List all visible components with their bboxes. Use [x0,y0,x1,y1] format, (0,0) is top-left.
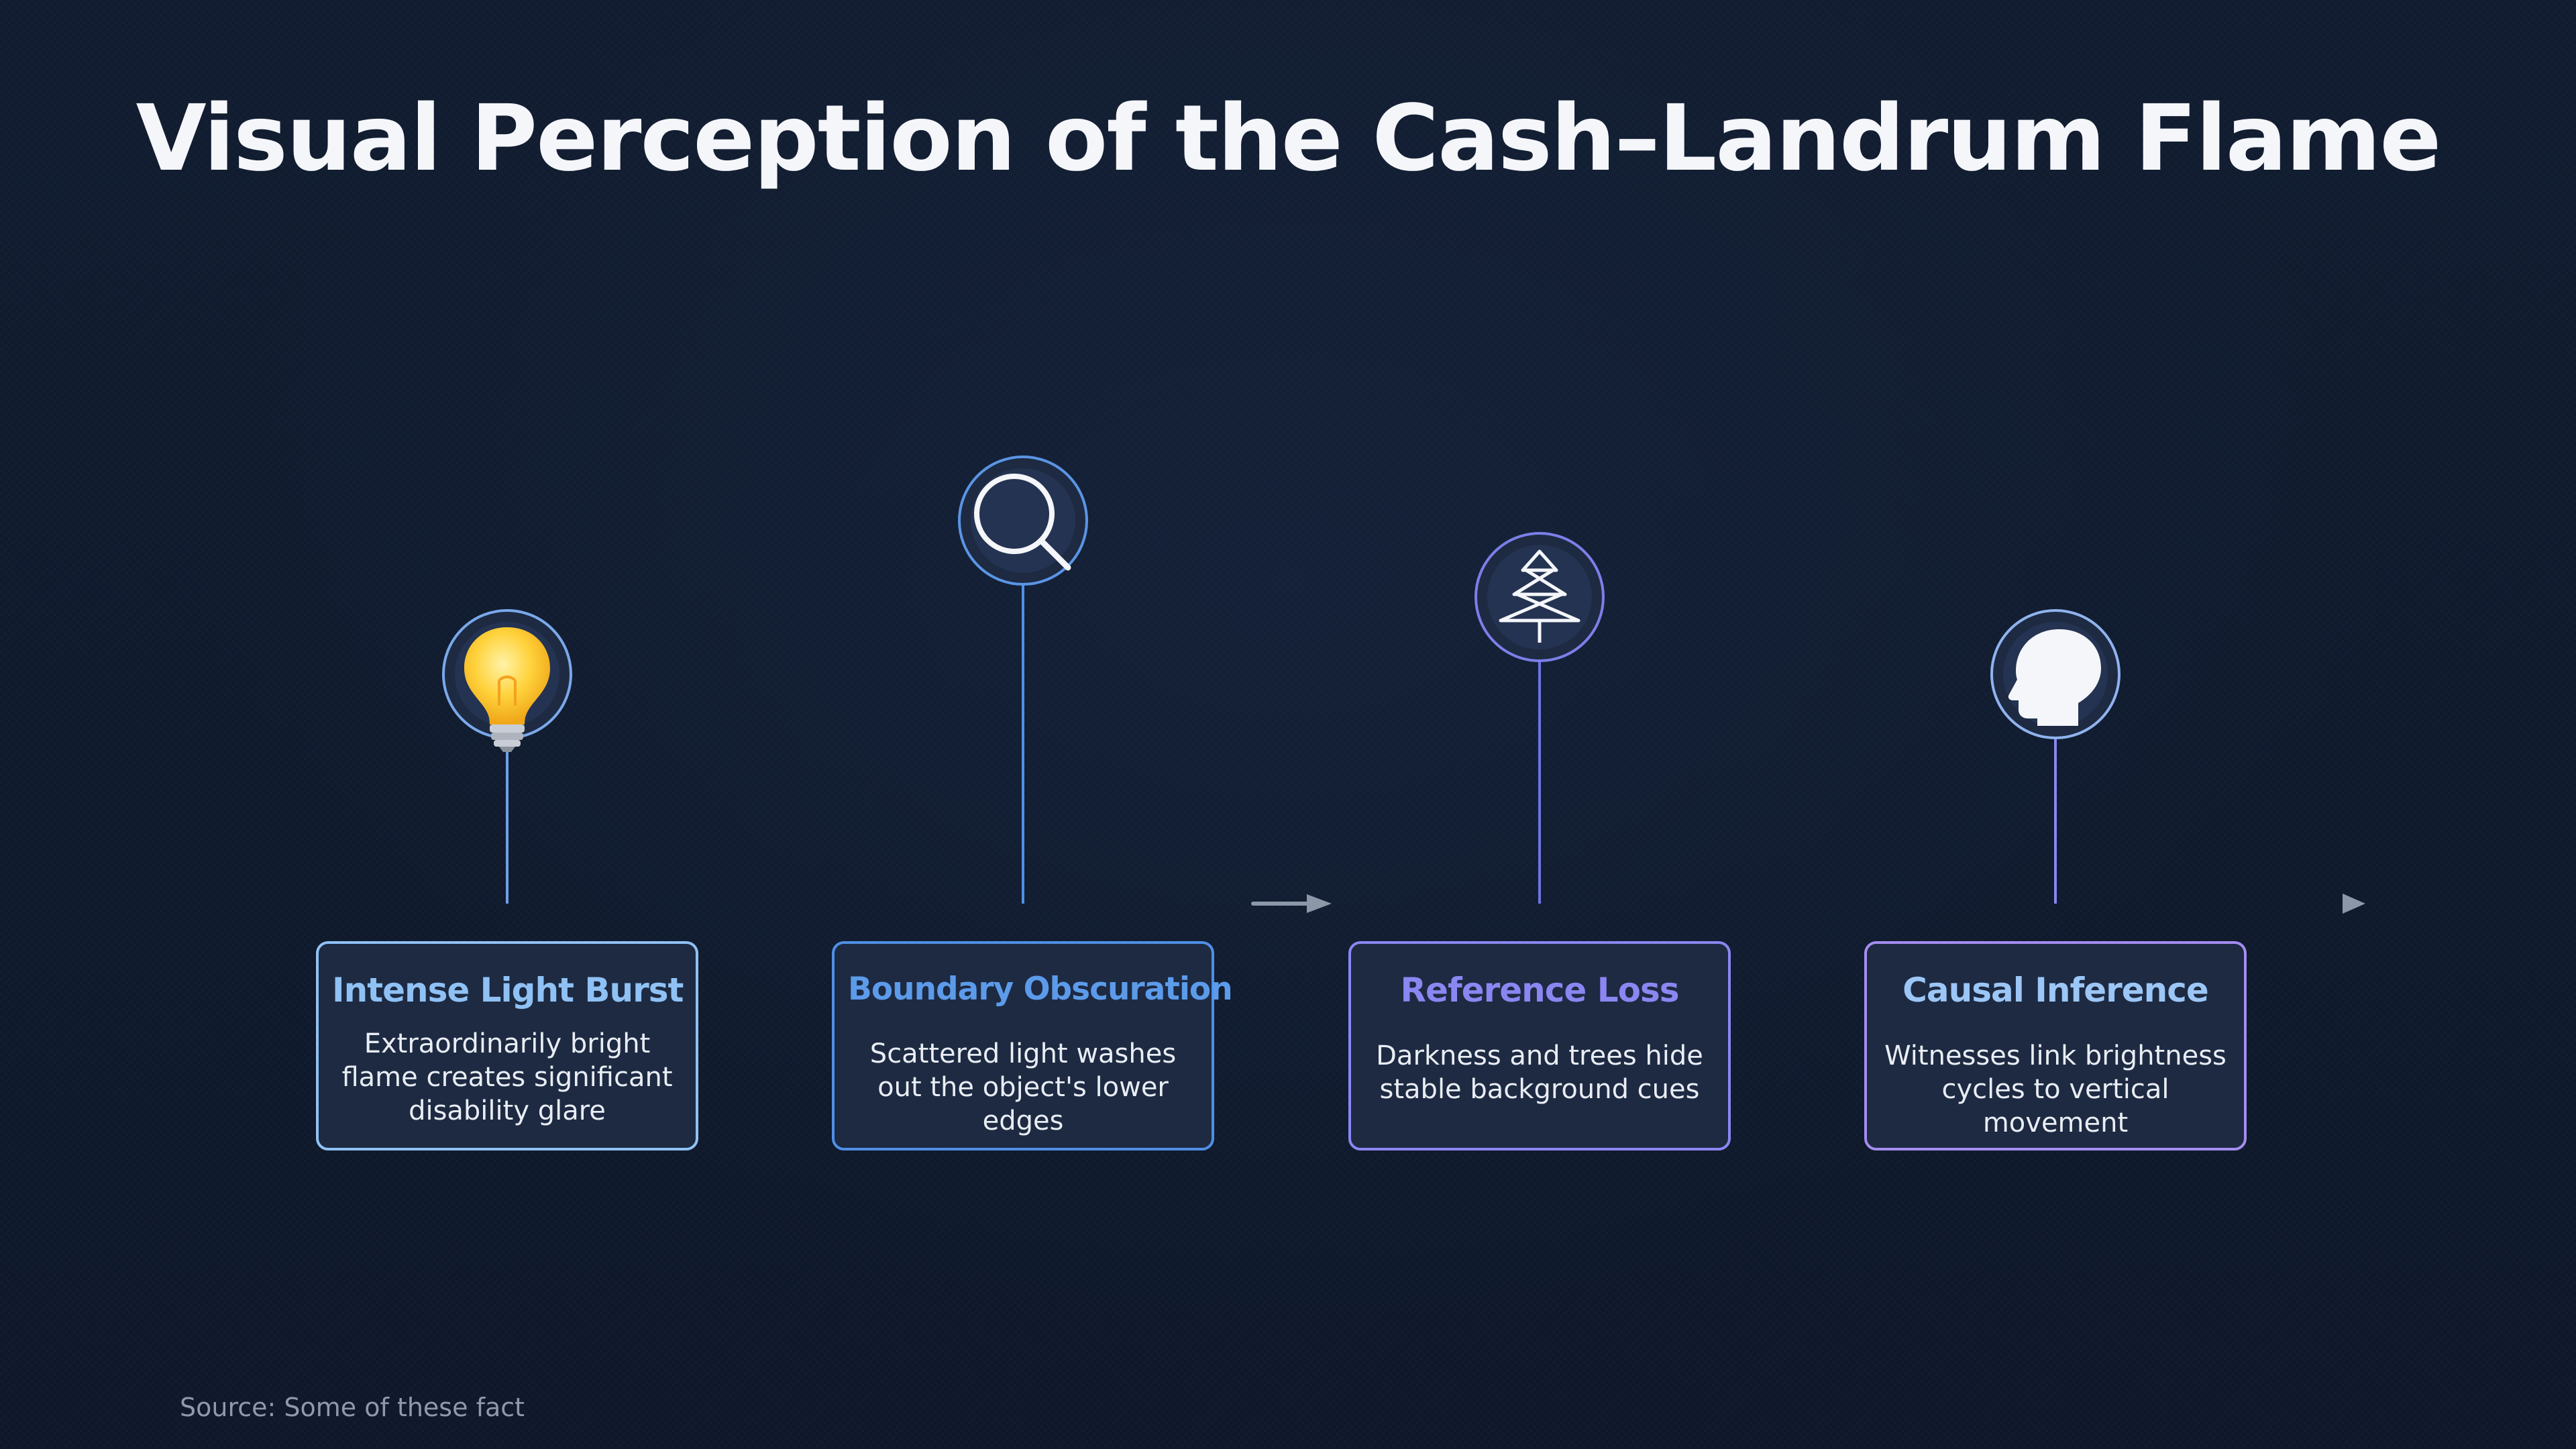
stage-marker-3-inner [1487,545,1592,649]
stage-title-2: Boundary Obscuration [848,971,1233,1008]
page-title: Visual Perception of the Cash–Landrum Fl… [136,86,2442,192]
source-note: Source: Some of these fact [180,1393,525,1422]
center-arrow-head [1307,894,1332,913]
lightbulb-icon [464,627,550,752]
tree-icon [1499,549,1580,643]
stage-description-2: Scattered light washes out the object's … [869,1038,1177,1136]
head-icon [2008,629,2101,726]
stage-card-3: Reference Loss Darkness and trees hide s… [1348,941,1731,1150]
stage-description-4: Witnesses link brightness cycles to vert… [1884,1040,2226,1138]
stage-card-2: Boundary Obscuration Scattered light was… [832,941,1233,1150]
stage-title-4: Causal Inference [1902,971,2209,1010]
magnifier-icon [974,474,1071,571]
axis-end-arrow [2343,894,2365,914]
stage-description-1: Extraordinarily bright flame creates sig… [341,1028,673,1126]
stage-card-1: Intense Light Burst Extraordinarily brig… [316,941,698,1150]
stage-title-1: Intense Light Burst [332,971,684,1010]
stage-description-3: Darkness and trees hide stable backgroun… [1376,1040,1703,1105]
stage-card-4: Causal Inference Witnesses link brightne… [1864,941,2247,1150]
stage-title-3: Reference Loss [1400,971,1680,1010]
